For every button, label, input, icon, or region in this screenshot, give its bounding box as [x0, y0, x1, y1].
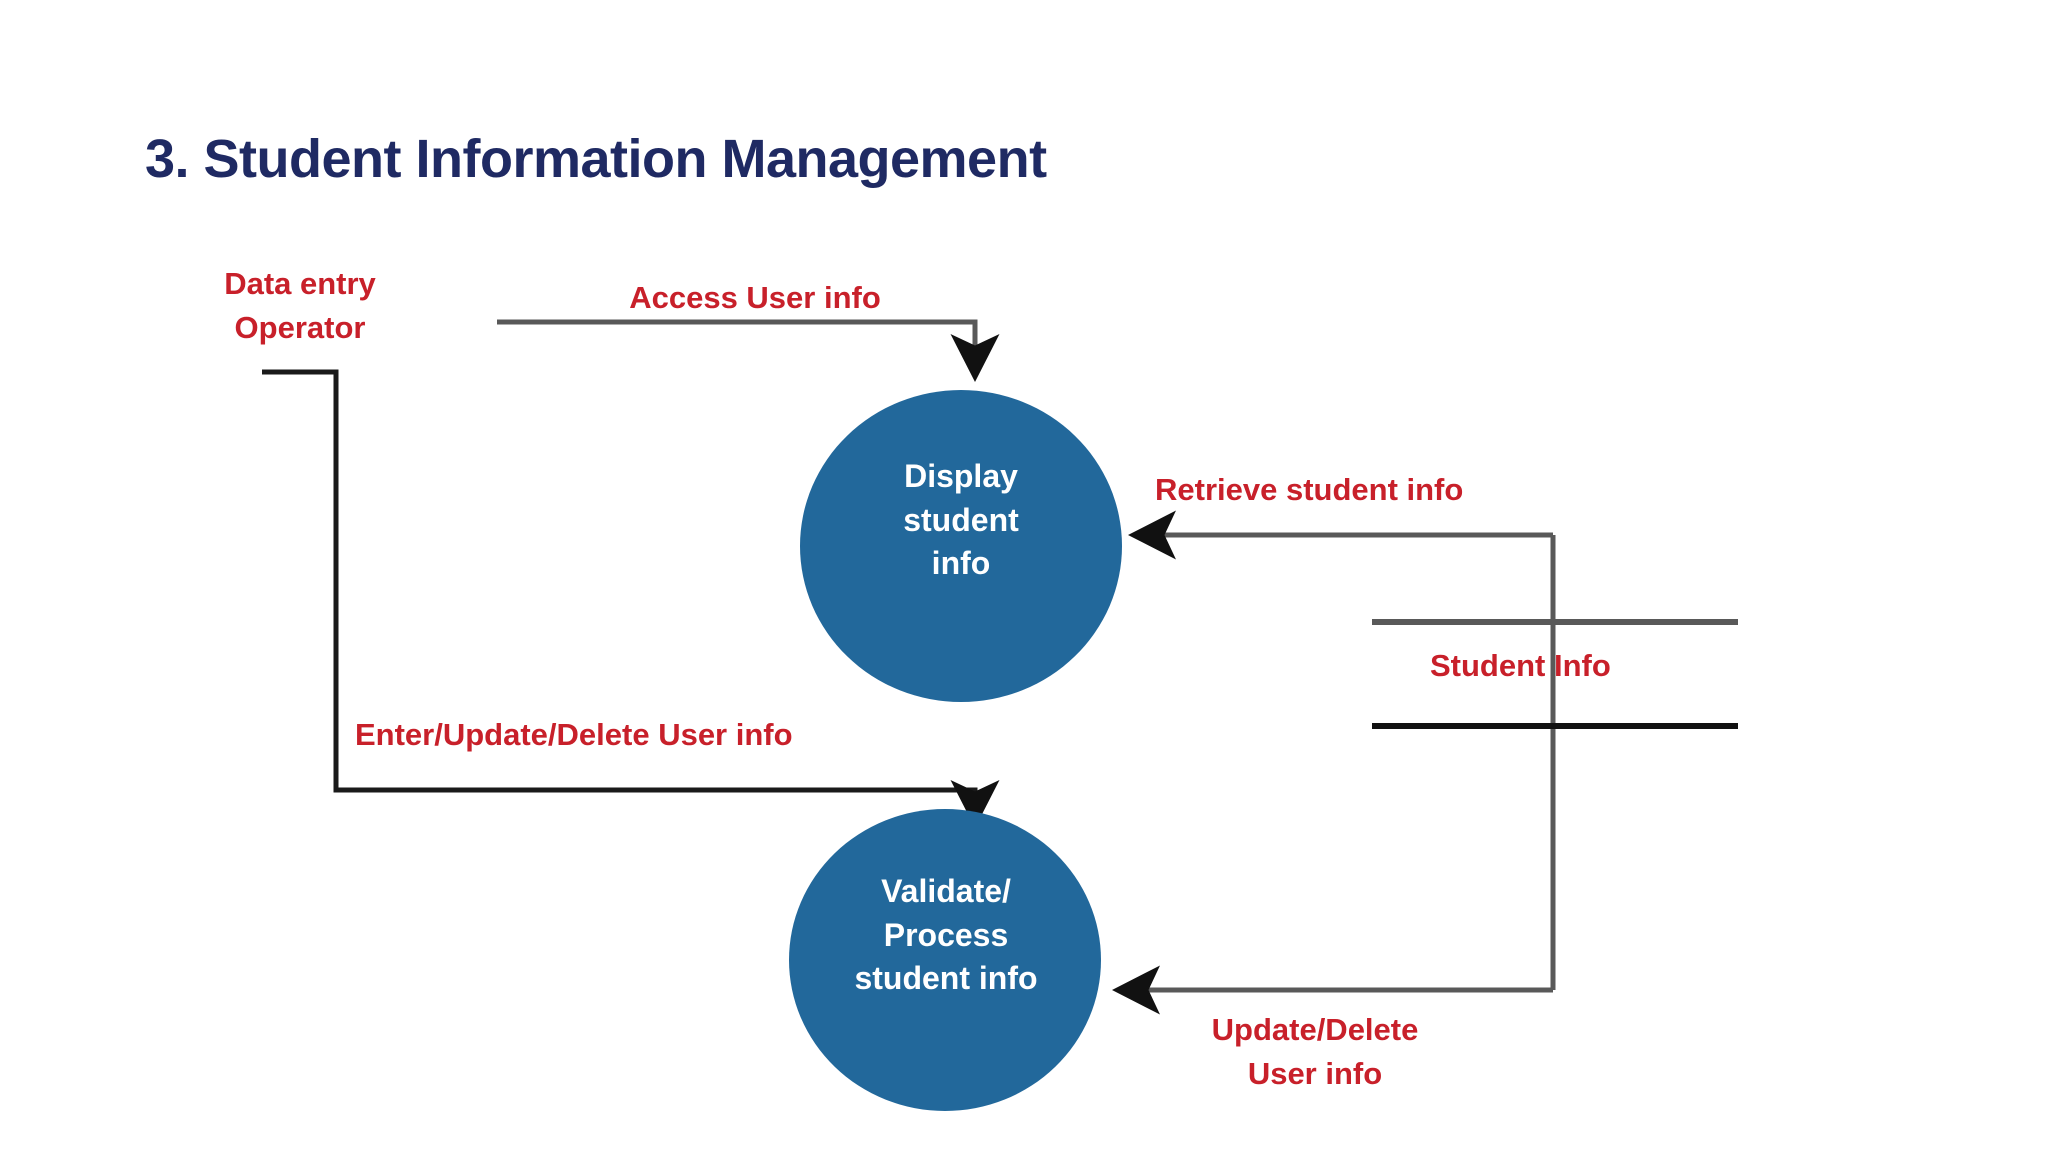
flow-line-enter-update-delete-user-info [262, 369, 1000, 829]
process-display-student-info[interactable] [800, 390, 1122, 702]
page-title: 3. Student Information Management [145, 129, 1047, 189]
data-store-label-student-info: Student Info [1430, 648, 1611, 683]
flow-label-retrieve-student-info: Retrieve student info [1155, 472, 1464, 507]
flow-label-enter-update-delete-user-info: Enter/Update/Delete User info [355, 717, 793, 752]
process-validate-process-student-info[interactable] [789, 809, 1101, 1111]
flow-label-update-delete-user-info: Update/Delete User info [1211, 1012, 1419, 1092]
flow-label-access-user-info: Access User info [629, 280, 881, 315]
flow-line-access-user-info [497, 319, 1000, 383]
external-entity-data-entry-operator[interactable]: Data entry Operator [224, 266, 376, 346]
